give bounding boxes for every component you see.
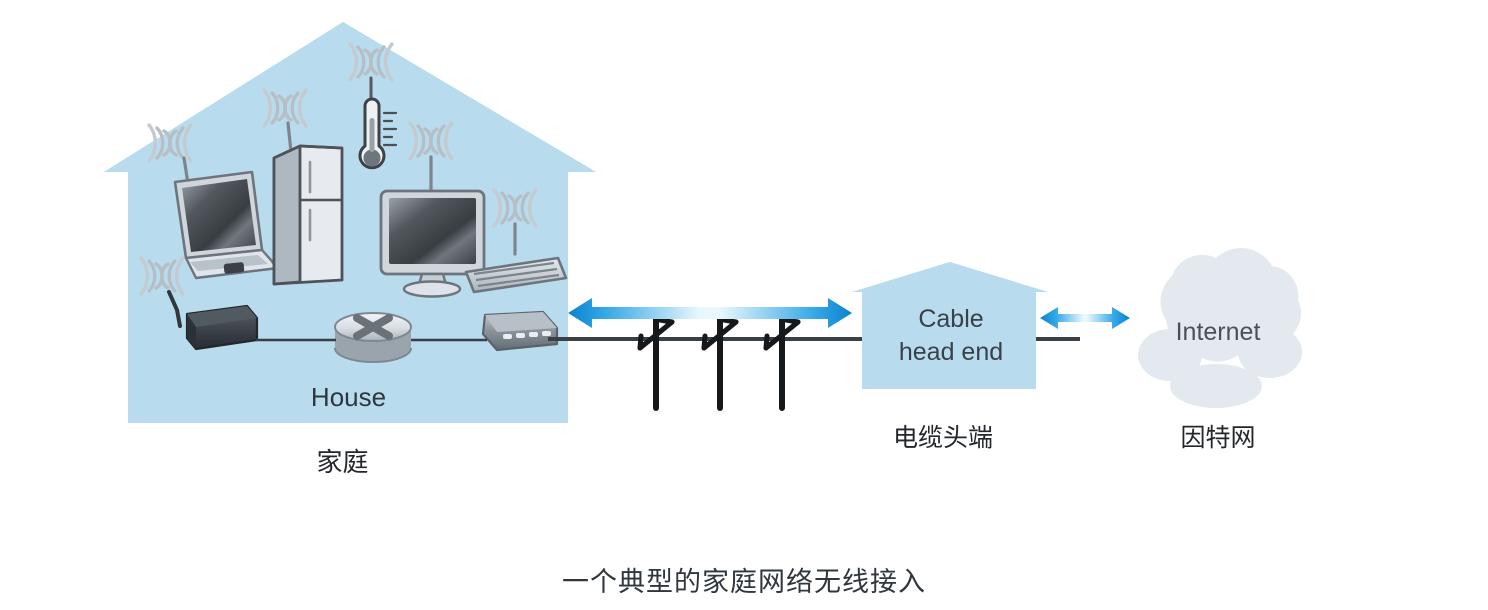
wireless-access-point-device — [139, 256, 259, 351]
thermostat-device — [348, 42, 398, 170]
house-label-en: House — [310, 382, 387, 412]
house-label-cn: 家庭 — [316, 447, 369, 477]
house-shape — [104, 22, 596, 423]
monitor-device — [379, 121, 486, 298]
headend-to-internet-arrow — [1040, 307, 1130, 329]
cable-modem-device — [481, 310, 559, 352]
internet-label-en: Internet — [1175, 318, 1261, 346]
cable-head-end-label-line1: Cable — [918, 305, 984, 333]
cable-head-end-label-line2: head end — [898, 338, 1004, 366]
cable-head-end-label-cn: 电缆头端 — [892, 424, 993, 452]
house-to-headend-arrow — [568, 298, 852, 328]
utility-pole — [637, 315, 675, 411]
router-device — [334, 312, 412, 363]
utility-pole — [763, 315, 801, 411]
internet-label-cn: 因特网 — [1180, 424, 1256, 452]
cable-head-end-shape — [852, 262, 1048, 389]
keyboard-device — [464, 188, 568, 294]
figure-caption: 一个典型的家庭网络无线接入 — [562, 567, 926, 597]
laptop-device — [147, 123, 281, 280]
utility-pole — [701, 315, 739, 411]
refrigerator-device — [262, 88, 344, 286]
cable-head-end-label-en: Cable head end — [856, 303, 1046, 369]
internet-cloud-shape — [1138, 248, 1302, 408]
